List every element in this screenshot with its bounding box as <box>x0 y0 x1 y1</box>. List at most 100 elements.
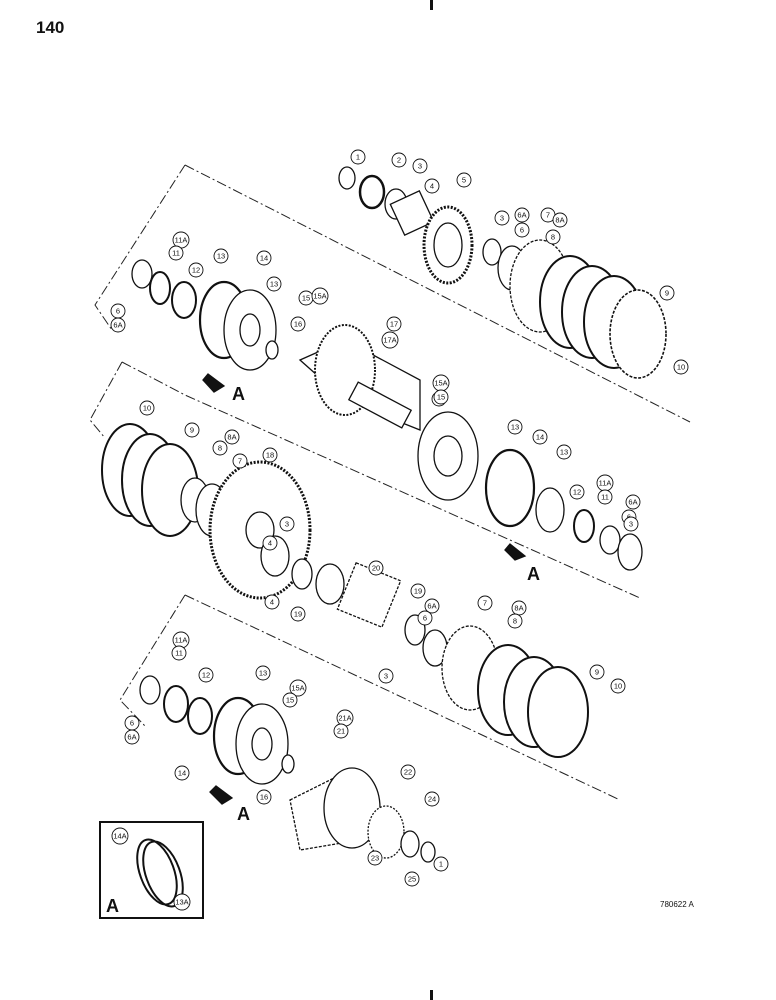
callout-upper-1: 1 <box>350 149 366 165</box>
callout-number: 10 <box>677 363 685 372</box>
callout-lower-9: 9 <box>589 664 605 680</box>
lower-assembly <box>139 675 436 863</box>
callout-upper-15A: 15A <box>311 287 329 305</box>
callout-middle-9: 9 <box>184 422 200 438</box>
callout-number: 15 <box>286 696 294 705</box>
callout-number: 1 <box>356 153 360 162</box>
callout-middle-8: 8 <box>212 440 228 456</box>
callout-middle-19: 19 <box>410 583 426 599</box>
callout-lower-13: 13 <box>255 665 271 681</box>
callout-middle-7: 7 <box>232 453 248 469</box>
callout-lower-15A: 15A <box>289 679 307 697</box>
callout-upper-9: 9 <box>659 285 675 301</box>
view-marker-upper: A <box>232 384 245 404</box>
callout-number: 6A <box>628 498 637 507</box>
callout-middle-6: 6 <box>417 610 433 626</box>
callout-number: 4 <box>268 539 272 548</box>
callout-number: 4 <box>430 182 434 191</box>
callout-lower-12: 12 <box>198 667 214 683</box>
callout-middle-8: 8 <box>507 613 523 629</box>
callout-middle-4: 4 <box>262 535 278 551</box>
callout-upper-13: 13 <box>266 276 282 292</box>
callout-number: 11A <box>175 236 188 245</box>
callout-number: 11 <box>175 649 183 658</box>
callout-number: 10 <box>614 682 622 691</box>
callout-number: 14 <box>260 254 268 263</box>
callout-middle-15: 15 <box>433 389 449 405</box>
callout-middle-7: 7 <box>477 595 493 611</box>
callout-number: 19 <box>294 610 302 619</box>
callout-number: 4 <box>270 598 274 607</box>
callout-number: 3 <box>629 520 633 529</box>
callout-number: 8A <box>555 216 564 225</box>
callout-middle-15A: 15A <box>432 374 450 392</box>
callout-middle-14: 14 <box>532 429 548 445</box>
view-arrow-lower <box>209 785 234 805</box>
callout-middle-11: 11 <box>597 489 613 505</box>
callout-number: 14A <box>113 832 126 841</box>
callout-middle-13: 13 <box>556 444 572 460</box>
callout-number: 25 <box>408 875 416 884</box>
callout-number: 12 <box>573 488 581 497</box>
view-arrow-upper <box>202 373 226 393</box>
callout-number: 7 <box>238 457 242 466</box>
callout-upper-14: 14 <box>256 250 272 266</box>
callout-middle-8A: 8A <box>224 429 240 445</box>
callout-number: 8 <box>551 233 555 242</box>
callout-lower-21A: 21A <box>336 709 354 727</box>
callout-middle-6A: 6A <box>424 598 440 614</box>
upper-assembly <box>131 166 667 431</box>
parts <box>101 166 667 863</box>
detail-label-upper: 14A <box>111 827 129 845</box>
callout-number: 3 <box>418 162 422 171</box>
callout-upper-13: 13 <box>213 248 229 264</box>
view-marker-lower: A <box>237 804 250 824</box>
callout-number: 6A <box>127 733 136 742</box>
callout-number: 8A <box>227 433 236 442</box>
callout-upper-4: 4 <box>424 178 440 194</box>
callout-upper-17: 17 <box>386 316 402 332</box>
callout-number: 7 <box>546 211 550 220</box>
view-arrow-middle <box>504 543 527 561</box>
callout-upper-6A: 6A <box>110 317 126 333</box>
callout-number: 23 <box>371 854 379 863</box>
callout-upper-15: 15 <box>298 290 314 306</box>
callout-number: 11A <box>599 479 612 488</box>
callout-upper-2: 2 <box>391 152 407 168</box>
callout-number: 15 <box>437 393 445 402</box>
callout-number: 13 <box>217 252 225 261</box>
callout-lower-22: 22 <box>400 764 416 780</box>
callout-lower-10: 10 <box>610 678 626 694</box>
callout-number: 5 <box>462 176 466 185</box>
callout-number: 14 <box>178 769 186 778</box>
callout-number: 21A <box>338 714 351 723</box>
middle-assembly <box>101 411 643 758</box>
callout-number: 8 <box>218 444 222 453</box>
callout-number: 9 <box>595 668 599 677</box>
callout-middle-3: 3 <box>623 516 639 532</box>
callout-number: 16 <box>294 320 302 329</box>
callout-number: 10 <box>143 404 151 413</box>
callout-number: 11 <box>601 493 609 502</box>
callout-number: 15A <box>434 379 447 388</box>
callout-middle-3: 3 <box>279 516 295 532</box>
callout-lower-25: 25 <box>404 871 420 887</box>
callout-number: 17A <box>383 336 396 345</box>
callout-number: 11 <box>172 249 180 258</box>
callout-lower-23: 23 <box>367 850 383 866</box>
view-marker-middle: A <box>527 564 540 584</box>
callout-number: 6A <box>427 602 436 611</box>
callout-number: 7 <box>483 599 487 608</box>
callout-number: 6 <box>423 614 427 623</box>
callout-number: 8A <box>514 604 523 613</box>
callout-middle-12: 12 <box>569 484 585 500</box>
callout-number: 21 <box>337 727 345 736</box>
callout-upper-16: 16 <box>290 316 306 332</box>
callout-number: 3 <box>500 214 504 223</box>
callout-middle-20: 20 <box>368 560 384 576</box>
callout-middle-3: 3 <box>378 668 394 684</box>
group-boundaries <box>89 164 691 801</box>
